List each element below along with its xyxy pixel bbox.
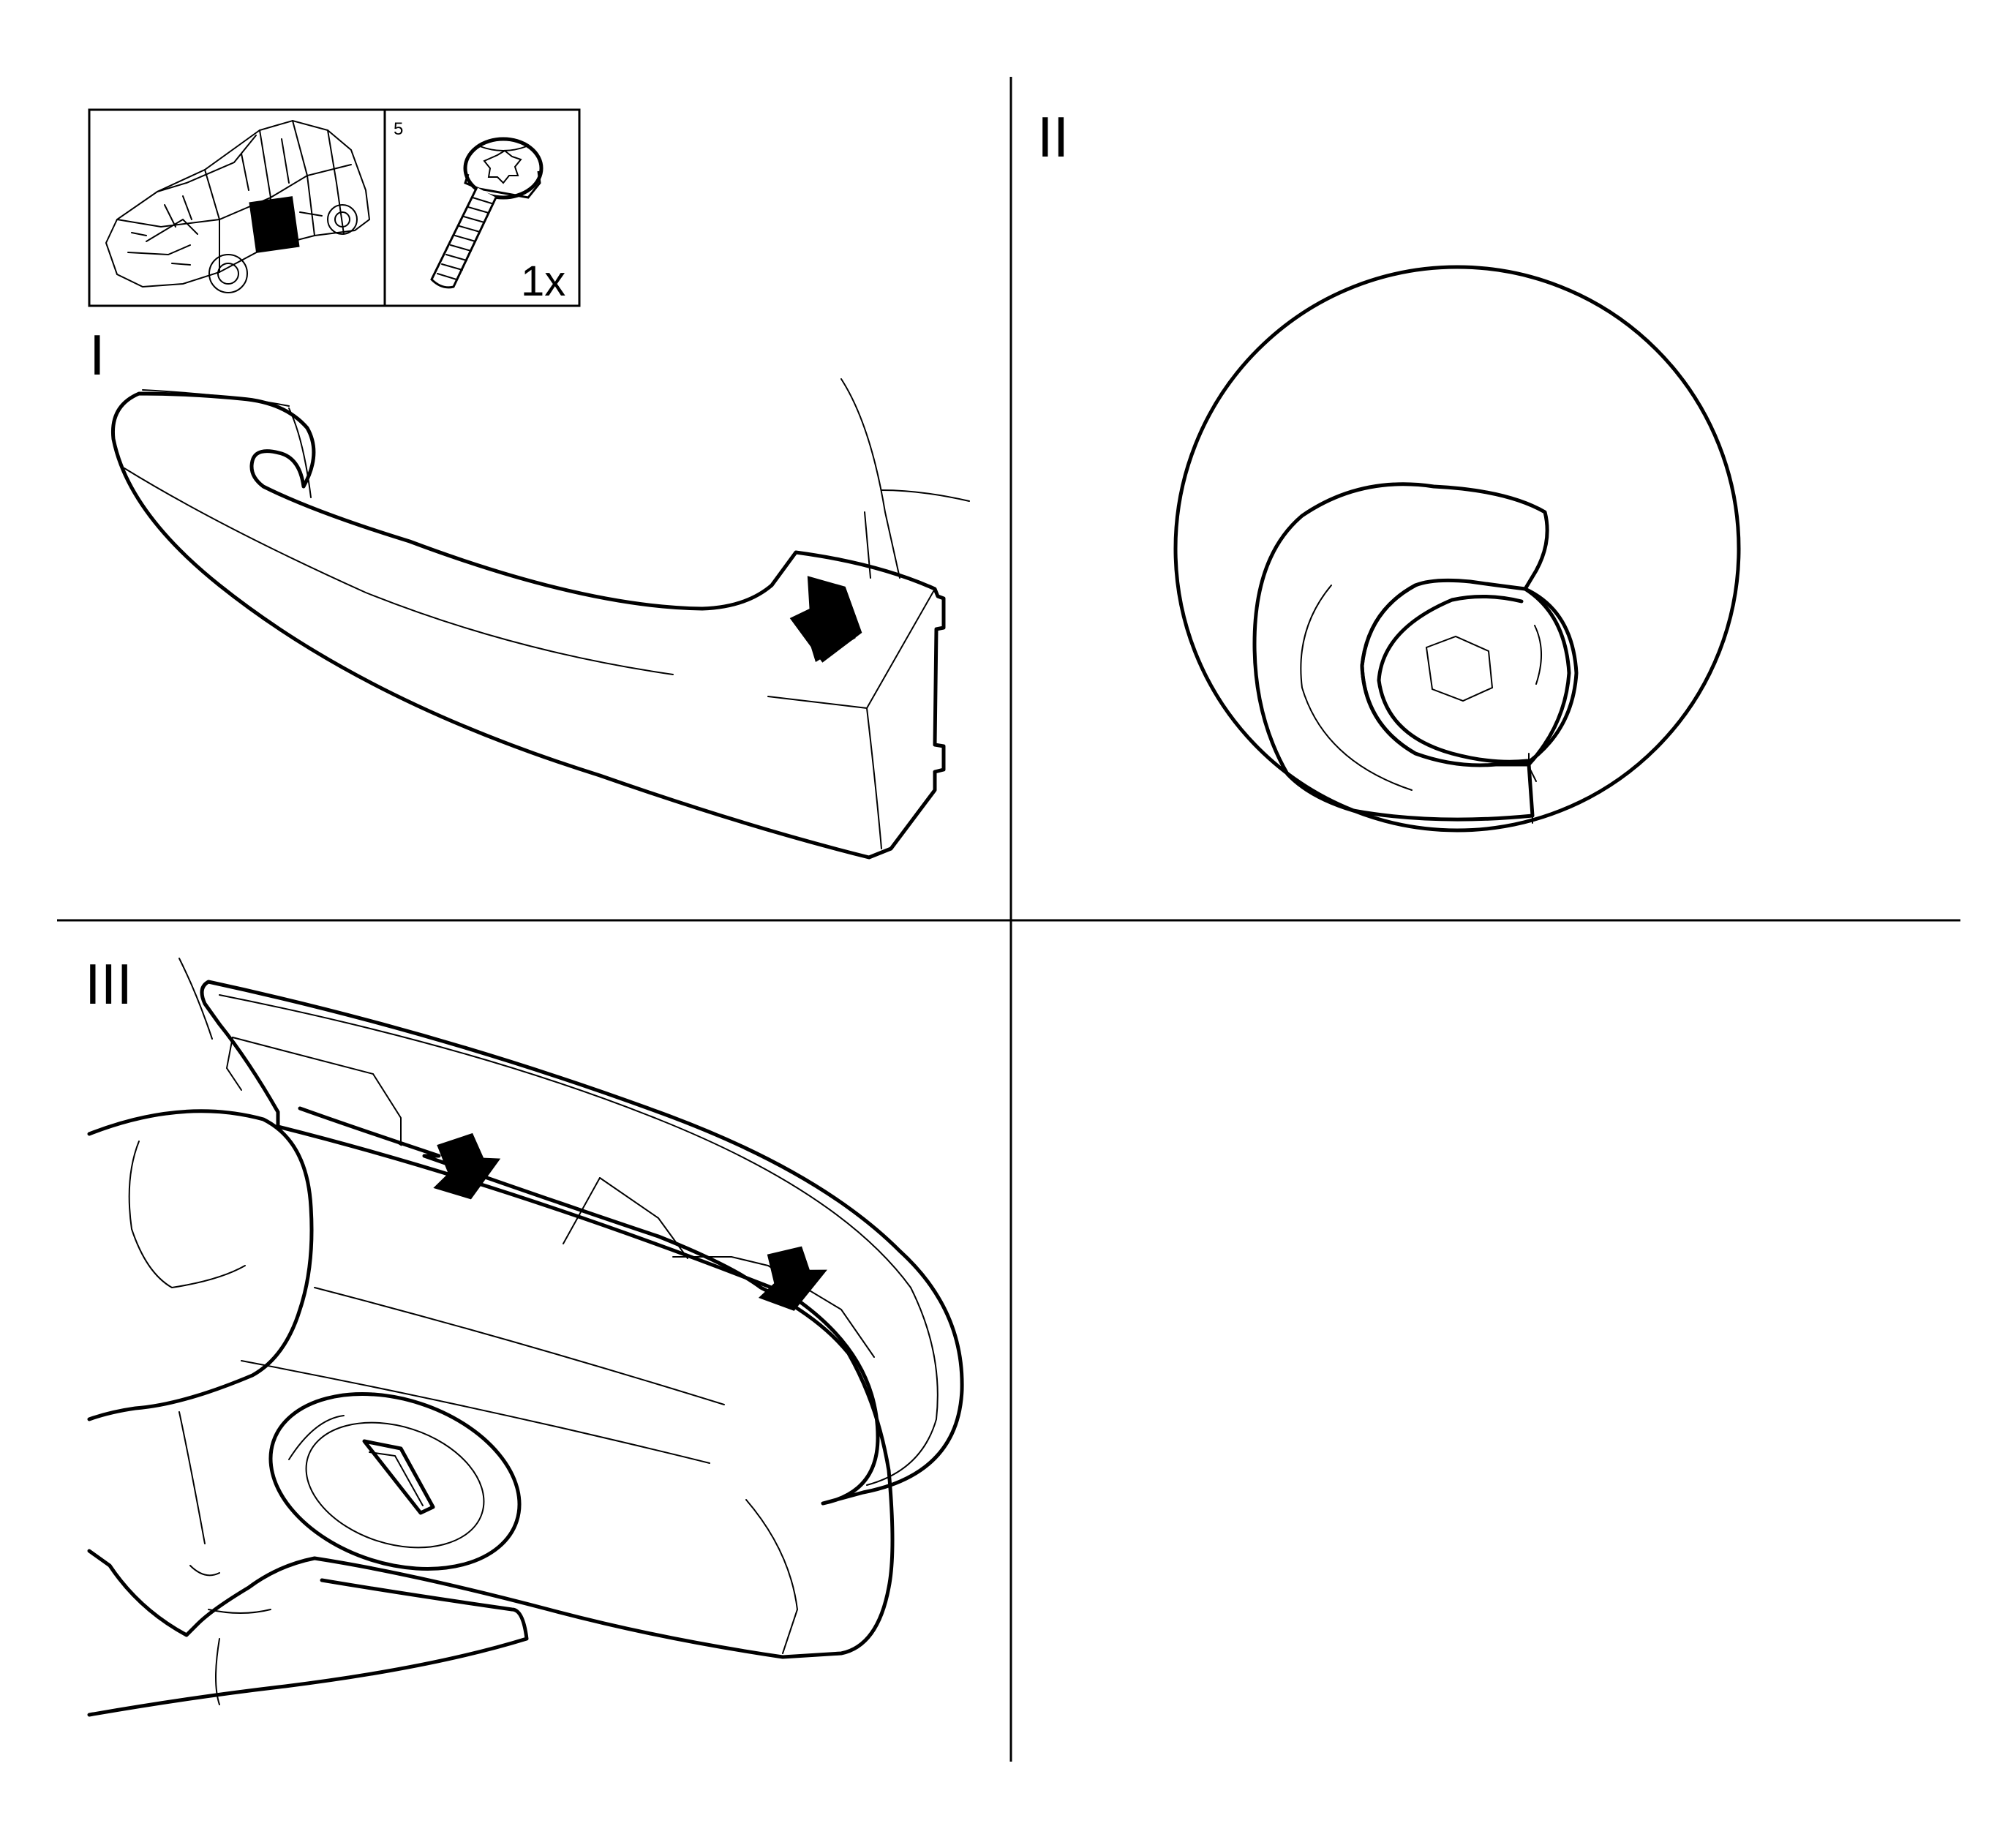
torx-screw-icon (430, 137, 544, 289)
panel-label-i: I (89, 323, 105, 387)
panel-label-ii: II (1037, 105, 1069, 169)
quantity-label: 1x (521, 258, 565, 305)
arrow-down-icon (789, 576, 862, 663)
hex-screw-head-icon (1425, 635, 1494, 702)
panel-label-iii: III (85, 952, 132, 1016)
arrow-down-icon (433, 1132, 827, 1311)
part-number: 5 (394, 119, 403, 139)
screw-detail-circle (1173, 265, 1741, 833)
handle-removal-illustration (87, 958, 964, 1717)
car-door-location-icon (105, 119, 371, 293)
parts-box: 5 1x (88, 108, 581, 307)
door-handle-illustration (110, 378, 970, 860)
